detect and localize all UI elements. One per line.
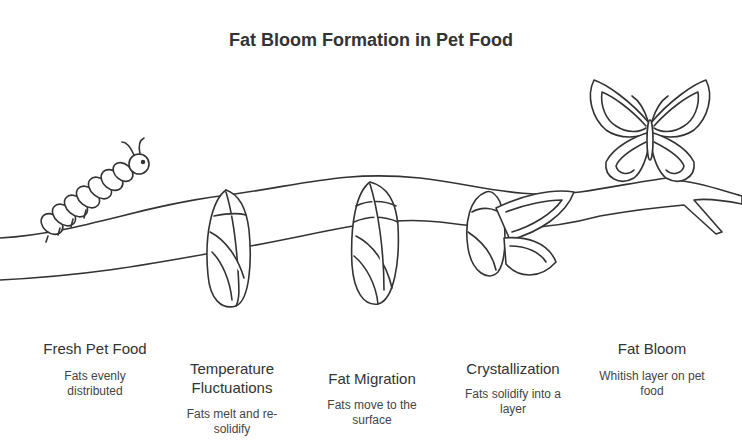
stage-description: Fats evenly distributed bbox=[52, 369, 138, 399]
chrysalis bbox=[207, 190, 250, 307]
chrysalis bbox=[352, 182, 399, 304]
stage-heading: Fat Migration bbox=[307, 369, 437, 388]
stage-description: Fats move to the surface bbox=[320, 398, 424, 428]
caterpillar bbox=[37, 138, 149, 242]
stage-heading: Crystallization bbox=[448, 359, 578, 378]
diagram-title: Fat Bloom Formation in Pet Food bbox=[0, 30, 742, 51]
butterfly bbox=[590, 80, 709, 181]
stage-description: Whitish layer on pet food bbox=[593, 369, 711, 399]
stage-description: Fats solidify into a layer bbox=[458, 387, 568, 417]
stage-heading: Fat Bloom bbox=[587, 339, 717, 358]
stage-heading: Fresh Pet Food bbox=[15, 339, 175, 358]
emerging-butterfly bbox=[467, 191, 574, 276]
stage-description: Fats melt and re-solidify bbox=[177, 407, 287, 437]
stage-heading: Temperature Fluctuations bbox=[180, 359, 284, 397]
